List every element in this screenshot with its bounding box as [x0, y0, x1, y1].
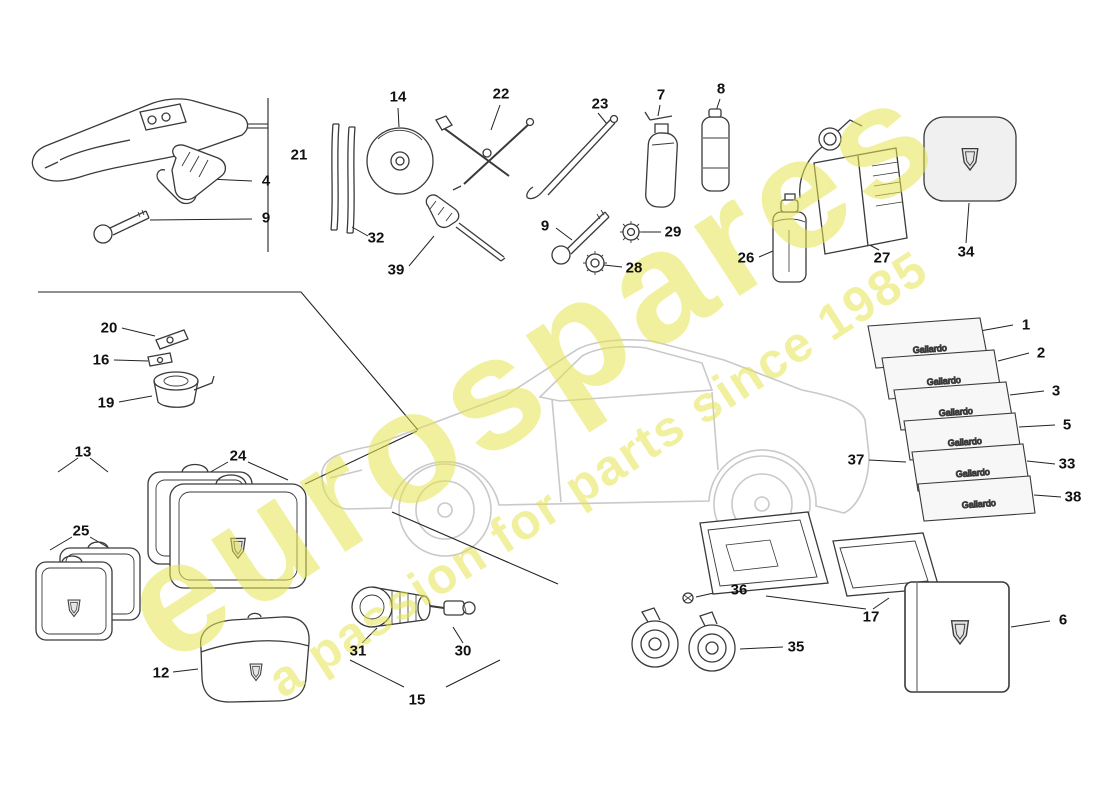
callout-25[interactable]: 25: [72, 522, 90, 540]
fitting: [443, 600, 476, 616]
fuel-pump: [351, 586, 445, 628]
callout-33[interactable]: 33: [1058, 455, 1076, 473]
callout-35[interactable]: 35: [787, 638, 805, 656]
callout-20[interactable]: 20: [100, 319, 118, 337]
callout-2[interactable]: 2: [1036, 344, 1046, 362]
callout-9-b[interactable]: 9: [540, 217, 550, 235]
tow-hook-a: [93, 209, 150, 244]
leader-lines: [49, 98, 1062, 688]
book-title-label: Gallardo: [947, 436, 982, 448]
callout-24[interactable]: 24: [229, 447, 247, 465]
fire-extinguisher: [644, 111, 678, 208]
callout-13[interactable]: 13: [74, 443, 92, 461]
wheel-wrench: [435, 115, 535, 191]
callout-6[interactable]: 6: [1058, 611, 1068, 629]
owners-manual: [904, 581, 1010, 693]
callout-37[interactable]: 37: [847, 451, 865, 469]
bracket-16: [147, 352, 173, 367]
callout-14[interactable]: 14: [389, 88, 407, 106]
callout-4[interactable]: 4: [261, 172, 271, 190]
horn-bolt: [682, 592, 694, 604]
callout-36[interactable]: 36: [730, 581, 748, 599]
callout-5[interactable]: 5: [1062, 416, 1072, 434]
door-seals: [330, 123, 356, 234]
cd-disc: [366, 127, 434, 195]
gloves: [156, 144, 227, 205]
callout-32[interactable]: 32: [367, 229, 385, 247]
compressor-kit: [799, 119, 908, 255]
callout-29[interactable]: 29: [664, 223, 682, 241]
book-title-label: Gallardo: [955, 467, 990, 479]
book-title-label: Gallardo: [961, 498, 996, 510]
callout-34[interactable]: 34: [957, 243, 975, 261]
callout-28[interactable]: 28: [625, 259, 643, 277]
callout-3[interactable]: 3: [1051, 382, 1061, 400]
tow-hook-b: [551, 209, 610, 265]
warning-triangle-kit: [31, 98, 249, 182]
manual-book-38: Gallardo: [917, 475, 1036, 522]
callout-30[interactable]: 30: [454, 642, 472, 660]
book-title-label: Gallardo: [938, 406, 973, 418]
extinguisher-bottle: [701, 108, 730, 192]
callout-1[interactable]: 1: [1021, 316, 1031, 334]
callout-27[interactable]: 27: [873, 249, 891, 267]
screwdriver: [425, 194, 506, 262]
book-title-label: Gallardo: [926, 375, 961, 387]
alarm-siren: [153, 371, 215, 408]
valve-cap-29: [620, 221, 642, 243]
book-title-label: Gallardo: [912, 343, 947, 355]
callout-16[interactable]: 16: [92, 351, 110, 369]
jack-rod: [526, 114, 619, 200]
sealant-canister: [772, 193, 807, 283]
bracket-20: [155, 329, 189, 350]
callout-39[interactable]: 39: [387, 261, 405, 279]
floor-mats: [699, 511, 940, 597]
callout-22[interactable]: 22: [492, 85, 510, 103]
group-lines: [38, 98, 559, 585]
callout-26[interactable]: 26: [737, 249, 755, 267]
suitcase-set: [147, 463, 307, 589]
callout-23[interactable]: 23: [591, 95, 609, 113]
valve-cap-28: [583, 251, 607, 275]
small-case-set: [35, 541, 141, 641]
callout-38[interactable]: 38: [1064, 488, 1082, 506]
callout-19[interactable]: 19: [97, 394, 115, 412]
tool-case: [923, 116, 1017, 202]
callout-31[interactable]: 31: [349, 642, 367, 660]
callout-7[interactable]: 7: [656, 86, 666, 104]
callout-17[interactable]: 17: [862, 608, 880, 626]
callout-15[interactable]: 15: [408, 691, 426, 709]
manuals-stack: Gallardo Gallardo Gallardo Gallardo Gall…: [867, 317, 1036, 522]
horns: [631, 607, 736, 672]
callout-21[interactable]: 21: [290, 146, 308, 164]
callout-12[interactable]: 12: [152, 664, 170, 682]
callout-9-a[interactable]: 9: [261, 209, 271, 227]
garment-bag: [200, 612, 310, 703]
callout-8[interactable]: 8: [716, 80, 726, 98]
